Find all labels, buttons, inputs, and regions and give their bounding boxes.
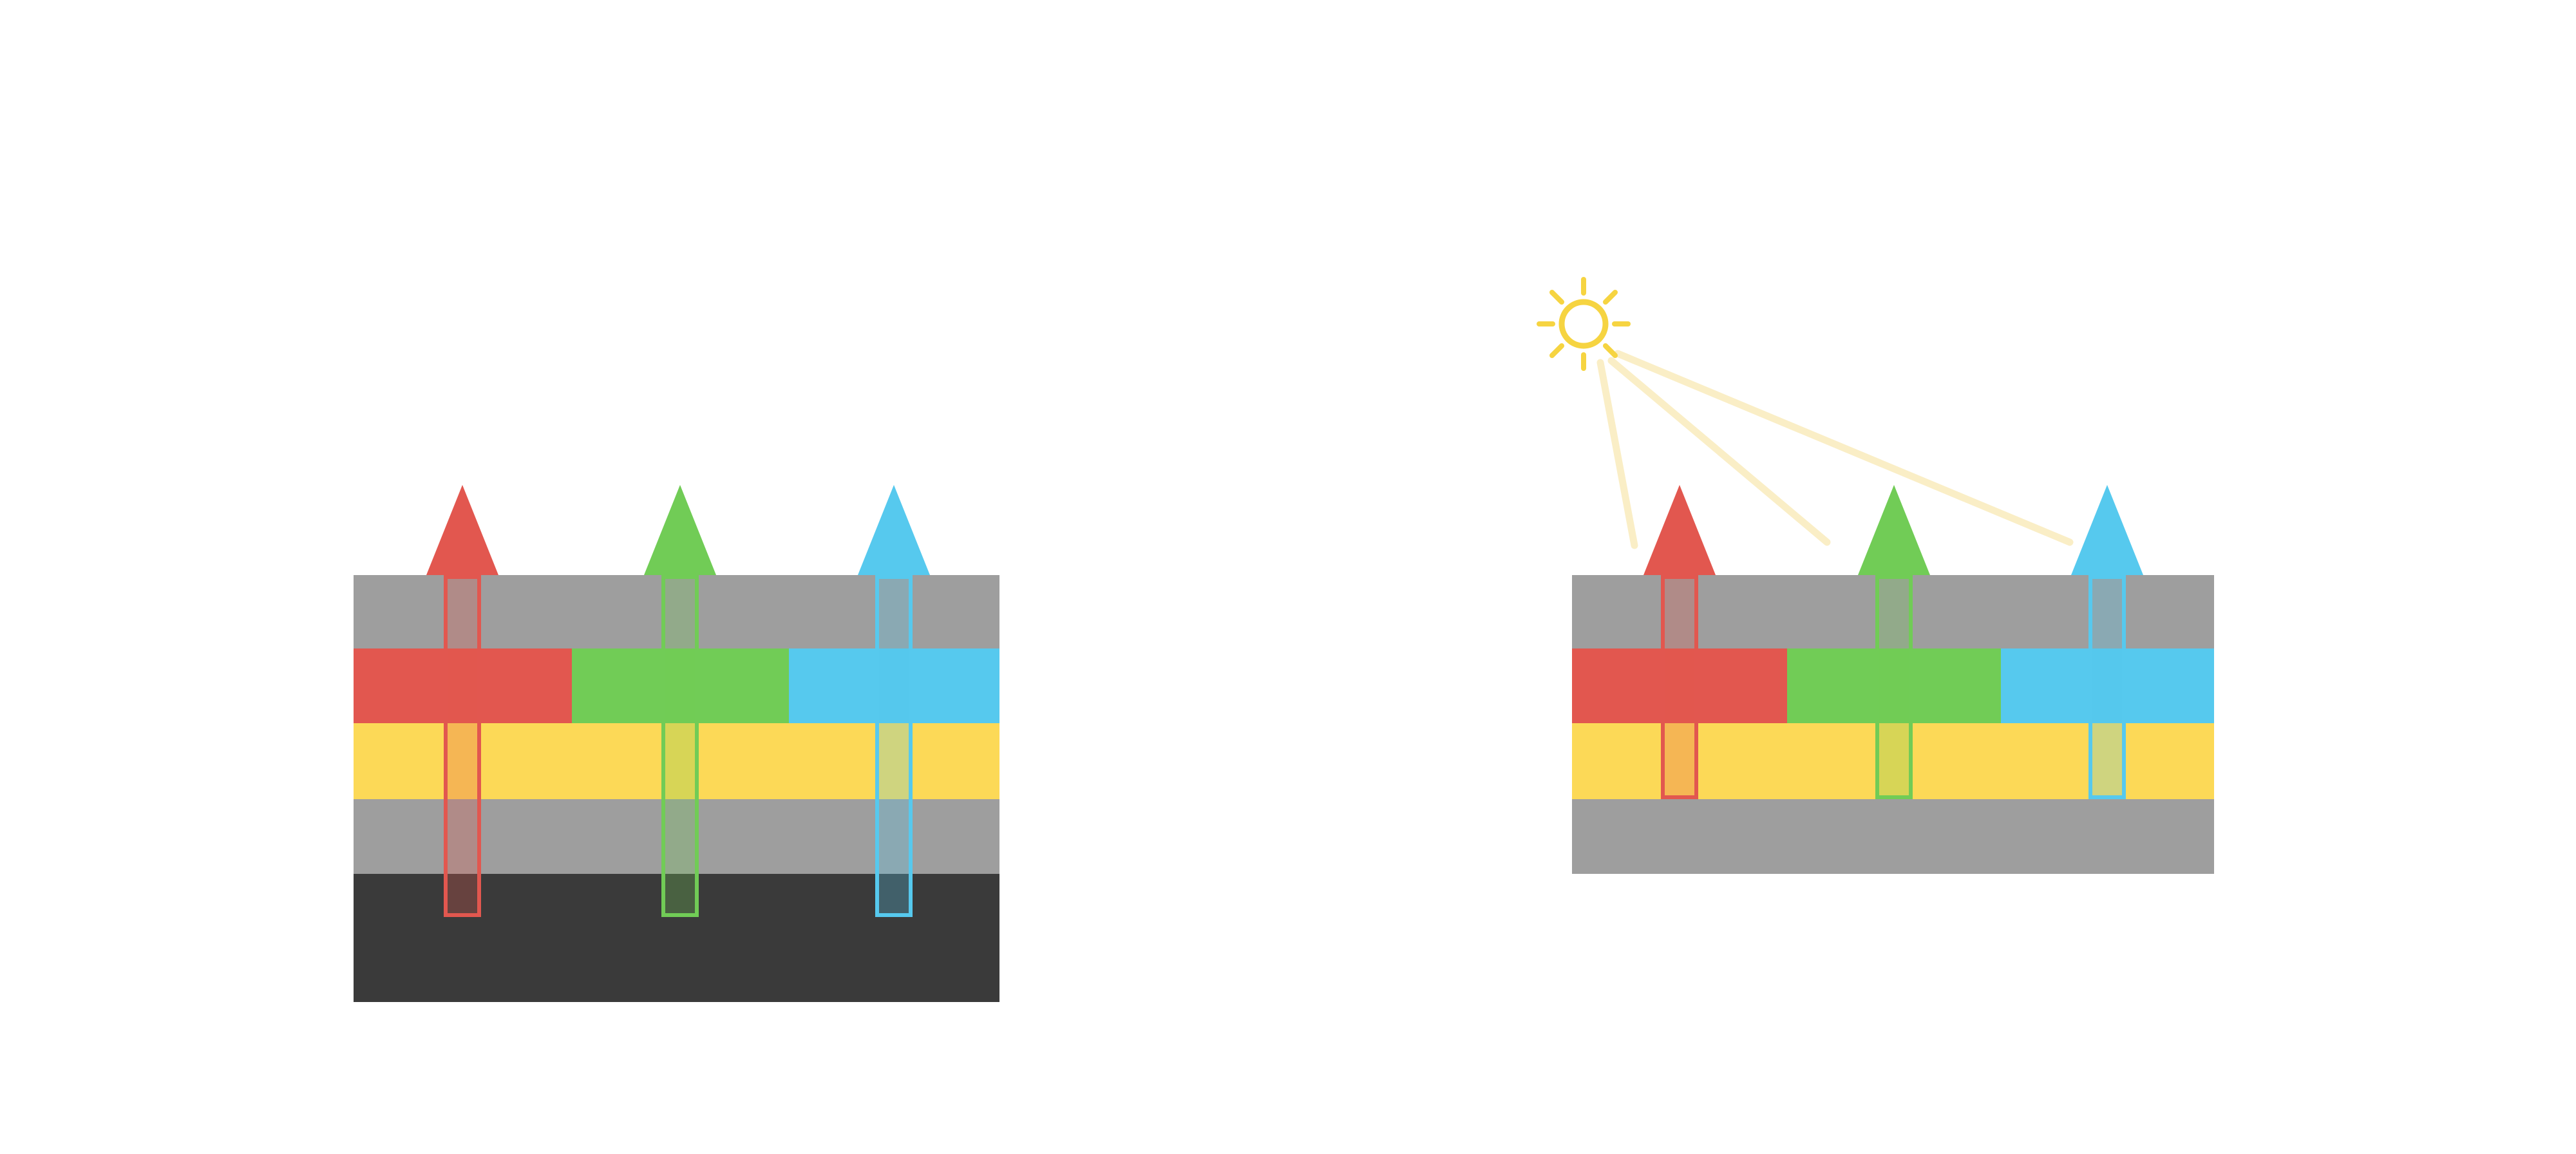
green-light-arrow (644, 485, 716, 917)
yellow-layer (354, 723, 999, 799)
arrow-head (1643, 485, 1716, 575)
green-subpixel (572, 648, 789, 723)
arrow-shaft (875, 575, 913, 917)
lower-gray-layer (354, 799, 999, 874)
lower-gray-layer (1572, 799, 2214, 874)
blue-subpixel (789, 648, 999, 723)
red-subpixel (354, 648, 572, 723)
sunlight-ray (1596, 359, 1638, 549)
arrow-head (644, 485, 716, 575)
arrow-head (1858, 485, 1930, 575)
blue-light-arrow (2071, 485, 2143, 799)
blue-subpixel (2001, 648, 2214, 723)
arrow-shaft (1661, 575, 1698, 799)
arrow-head (426, 485, 498, 575)
top-gray-layer (354, 575, 999, 648)
red-subpixel (1572, 648, 1787, 723)
arrow-shaft (1875, 575, 1913, 799)
green-subpixel (1787, 648, 2001, 723)
green-light-arrow (1858, 485, 1930, 799)
reflective-display-stack (1572, 575, 2214, 874)
sun-icon (1537, 277, 1631, 371)
arrow-shaft (2088, 575, 2126, 799)
emissive-display-stack (354, 575, 999, 1002)
red-light-arrow (426, 485, 498, 917)
arrow-head (858, 485, 930, 575)
arrow-head (2071, 485, 2143, 575)
dark-substrate-layer (354, 874, 999, 1002)
arrow-shaft (661, 575, 699, 917)
rgb-subpixel-layer (1572, 648, 2214, 723)
yellow-layer (1572, 723, 2214, 799)
rgb-subpixel-layer (354, 648, 999, 723)
blue-light-arrow (858, 485, 930, 917)
top-gray-layer (1572, 575, 2214, 648)
arrow-shaft (444, 575, 481, 917)
red-light-arrow (1643, 485, 1716, 799)
